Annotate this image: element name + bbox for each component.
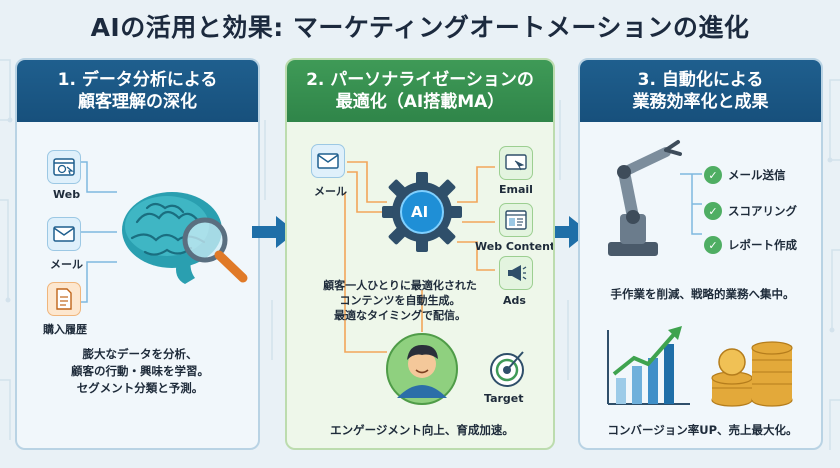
- text-line: セグメント分類と予測。: [76, 381, 204, 395]
- mail-icon: [311, 144, 345, 178]
- connector-lines: [344, 161, 495, 353]
- panel-header: 3. 自動化による 業務効率化と成果: [580, 60, 821, 122]
- text-line: 最適なタイミングで配信。: [334, 309, 466, 322]
- channel-label-email: Email: [499, 183, 533, 196]
- check-icon: ✓: [704, 166, 722, 184]
- connector-lines: [680, 173, 702, 235]
- panel3-middle-text: 手作業を削減、戦略的業務へ集中。: [610, 287, 795, 301]
- check-icon: ✓: [704, 202, 722, 220]
- task-label: スコアリング: [728, 204, 797, 218]
- panel3-footer: コンバージョン率UP、売上最大化。: [607, 423, 798, 437]
- panel2-footer: エンゲージメント向上、育成加速。: [330, 423, 514, 437]
- input-label-mail: メール: [50, 258, 83, 271]
- panel-title-line2: 業務効率化と成果: [632, 92, 769, 112]
- ai-gear-icon: [382, 172, 462, 252]
- panel-title-line2: 顧客理解の深化: [78, 92, 197, 112]
- panel1-description: 膨大なデータを分析、 顧客の行動・興味を学習。 セグメント分類と予測。: [35, 346, 245, 397]
- text-line: 顧客の行動・興味を学習。: [71, 364, 209, 378]
- customer-avatar-icon: [386, 333, 458, 405]
- coins-icon: [711, 341, 793, 407]
- panel-title-line1: 3. 自動化による: [637, 70, 764, 90]
- text-line: 膨大なデータを分析、: [82, 347, 198, 361]
- input-label-purchase: 購入履歴: [43, 323, 87, 336]
- email-cursor-icon: [499, 146, 533, 180]
- robot-arm-icon: [608, 140, 682, 256]
- growth-chart-icon: [607, 326, 690, 405]
- panel2-description: 顧客一人ひとりに最適化された コンテンツを自動生成。 最適なタイミングで配信。: [305, 278, 495, 323]
- panel-automation: 3. 自動化による 業務効率化と成果 ✓ メール送信 ✓ スコアリング ✓ レポ…: [578, 58, 823, 450]
- panel-data-analysis: 1. データ分析による 顧客理解の深化 Web メール 購入履歴: [15, 58, 260, 450]
- panel-header: 1. データ分析による 顧客理解の深化: [17, 60, 258, 122]
- input-label-web: Web: [53, 188, 81, 201]
- panel-header: 2. パーソナライゼーションの 最適化（AI搭載MA）: [287, 60, 553, 122]
- panel-personalization: 2. パーソナライゼーションの 最適化（AI搭載MA） メール AI: [285, 58, 555, 450]
- brain-magnifier-icon: [122, 192, 248, 284]
- page-title: AIの活用と効果: マーケティングオートメーションの進化: [90, 13, 750, 42]
- target-label: Target: [484, 392, 524, 405]
- panel-title-line2: 最適化（AI搭載MA）: [335, 92, 505, 112]
- mail-icon: [47, 217, 81, 251]
- target-icon: [490, 351, 524, 387]
- task-item-report: ✓ レポート作成: [704, 236, 797, 254]
- input-label-mail: メール: [314, 185, 347, 198]
- text-line: コンテンツを自動生成。: [339, 294, 461, 307]
- channel-label-ads: Ads: [503, 294, 526, 307]
- task-label: レポート作成: [728, 238, 797, 252]
- text-line: 顧客一人ひとりに最適化された: [323, 279, 477, 292]
- check-icon: ✓: [704, 236, 722, 254]
- web-content-icon: [499, 203, 533, 237]
- channel-label-web-content: Web Content: [475, 240, 555, 253]
- panel-title-line1: 2. パーソナライゼーションの: [306, 70, 534, 90]
- task-label: メール送信: [728, 168, 786, 182]
- web-browser-icon: [47, 150, 81, 184]
- panel-title-line1: 1. データ分析による: [57, 70, 218, 90]
- document-icon: [47, 282, 81, 316]
- ai-core-label: AI: [411, 203, 429, 221]
- megaphone-icon: [499, 256, 533, 290]
- task-item-mail: ✓ メール送信: [704, 166, 786, 184]
- task-item-scoring: ✓ スコアリング: [704, 202, 797, 220]
